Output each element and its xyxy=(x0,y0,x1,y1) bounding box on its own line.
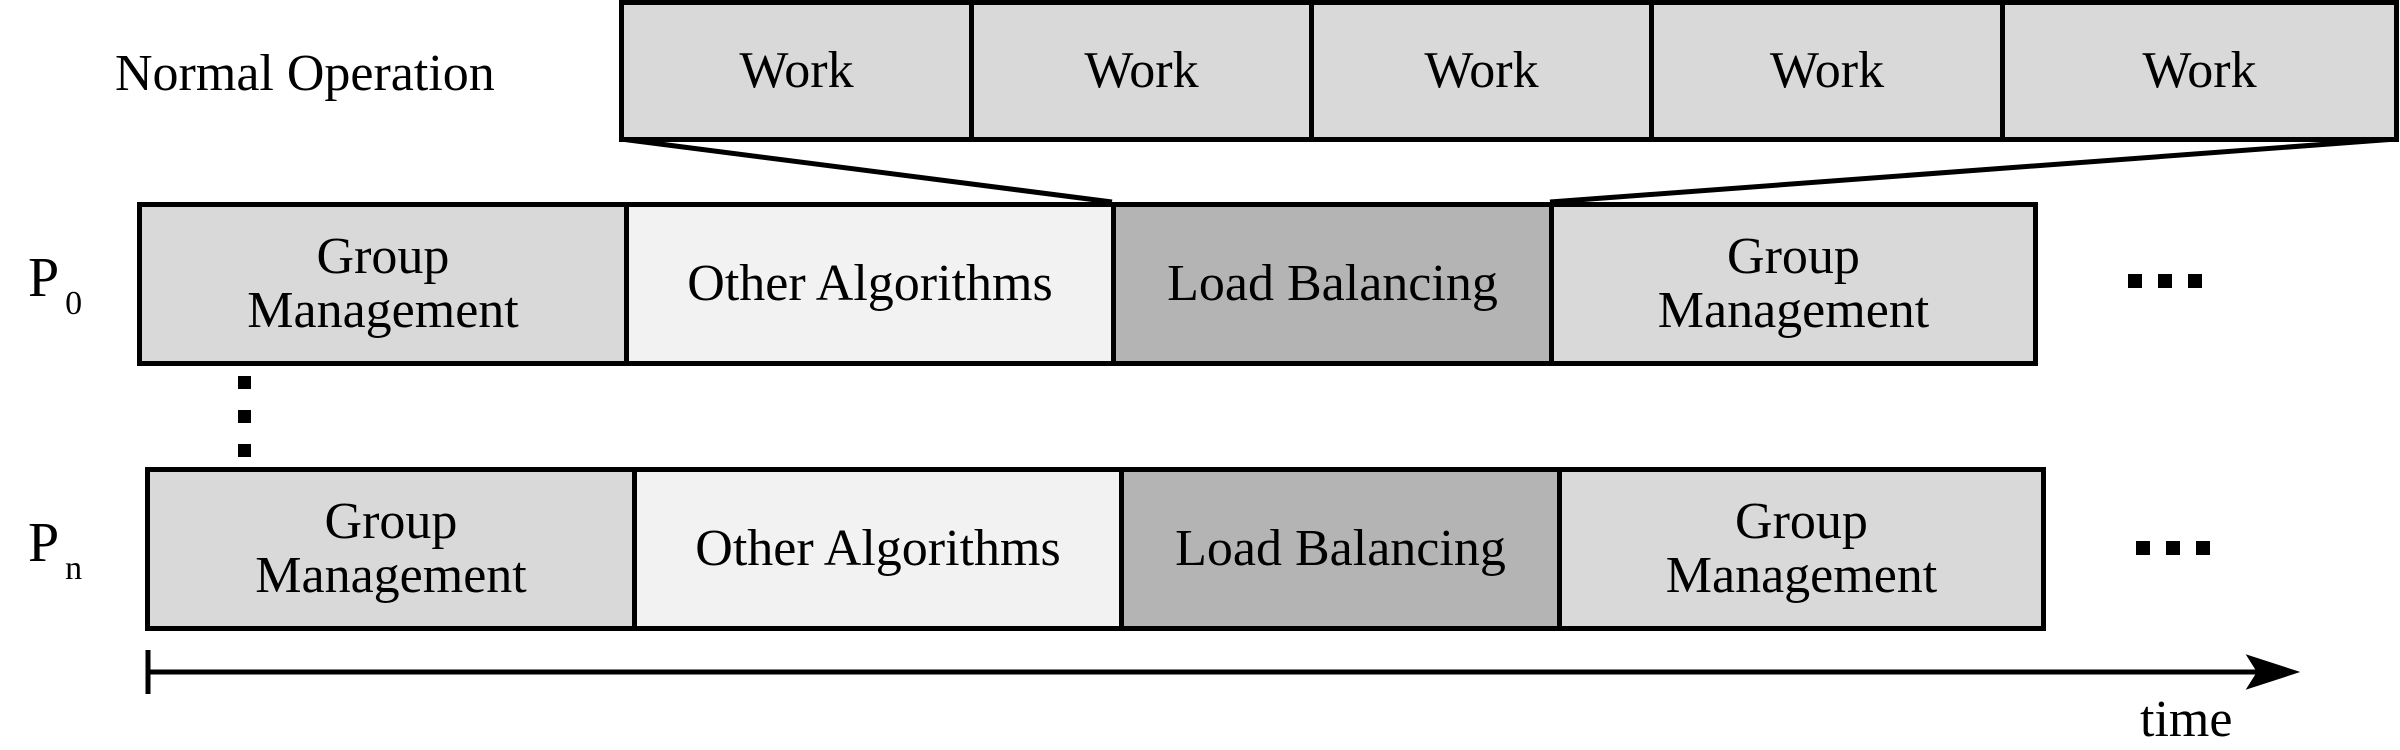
process-letter: P xyxy=(28,247,60,309)
load-balancing-block: Load Balancing xyxy=(1111,202,1554,366)
normal-operation-label: Normal Operation xyxy=(115,45,495,102)
other-algorithms-block: Other Algorithms xyxy=(632,467,1124,631)
work-block: Work xyxy=(1309,0,1654,142)
zoom-connector-right xyxy=(1549,136,2397,205)
work-block: Work xyxy=(1649,0,2005,142)
group-management-block: Group Management xyxy=(1549,202,2038,366)
other-algorithms-block: Other Algorithms xyxy=(624,202,1116,366)
vertical-ellipsis xyxy=(238,376,251,457)
work-block: Work xyxy=(619,0,974,142)
work-block: Work xyxy=(969,0,1314,142)
work-block: Work xyxy=(2000,0,2399,142)
continuation-ellipsis-pn xyxy=(2136,541,2210,555)
group-management-block: Group Management xyxy=(145,467,637,631)
zoom-connector-left xyxy=(620,136,1113,205)
time-axis-arrowhead xyxy=(2245,654,2301,690)
group-management-block: Group Management xyxy=(137,202,629,366)
load-balancing-block: Load Balancing xyxy=(1119,467,1562,631)
time-axis-label: time xyxy=(2140,691,2233,748)
group-management-block: Group Management xyxy=(1557,467,2046,631)
process-subscript: n xyxy=(65,550,83,587)
process-letter: P xyxy=(28,512,60,574)
continuation-ellipsis-p0 xyxy=(2128,274,2202,288)
process-subscript: 0 xyxy=(65,285,83,322)
